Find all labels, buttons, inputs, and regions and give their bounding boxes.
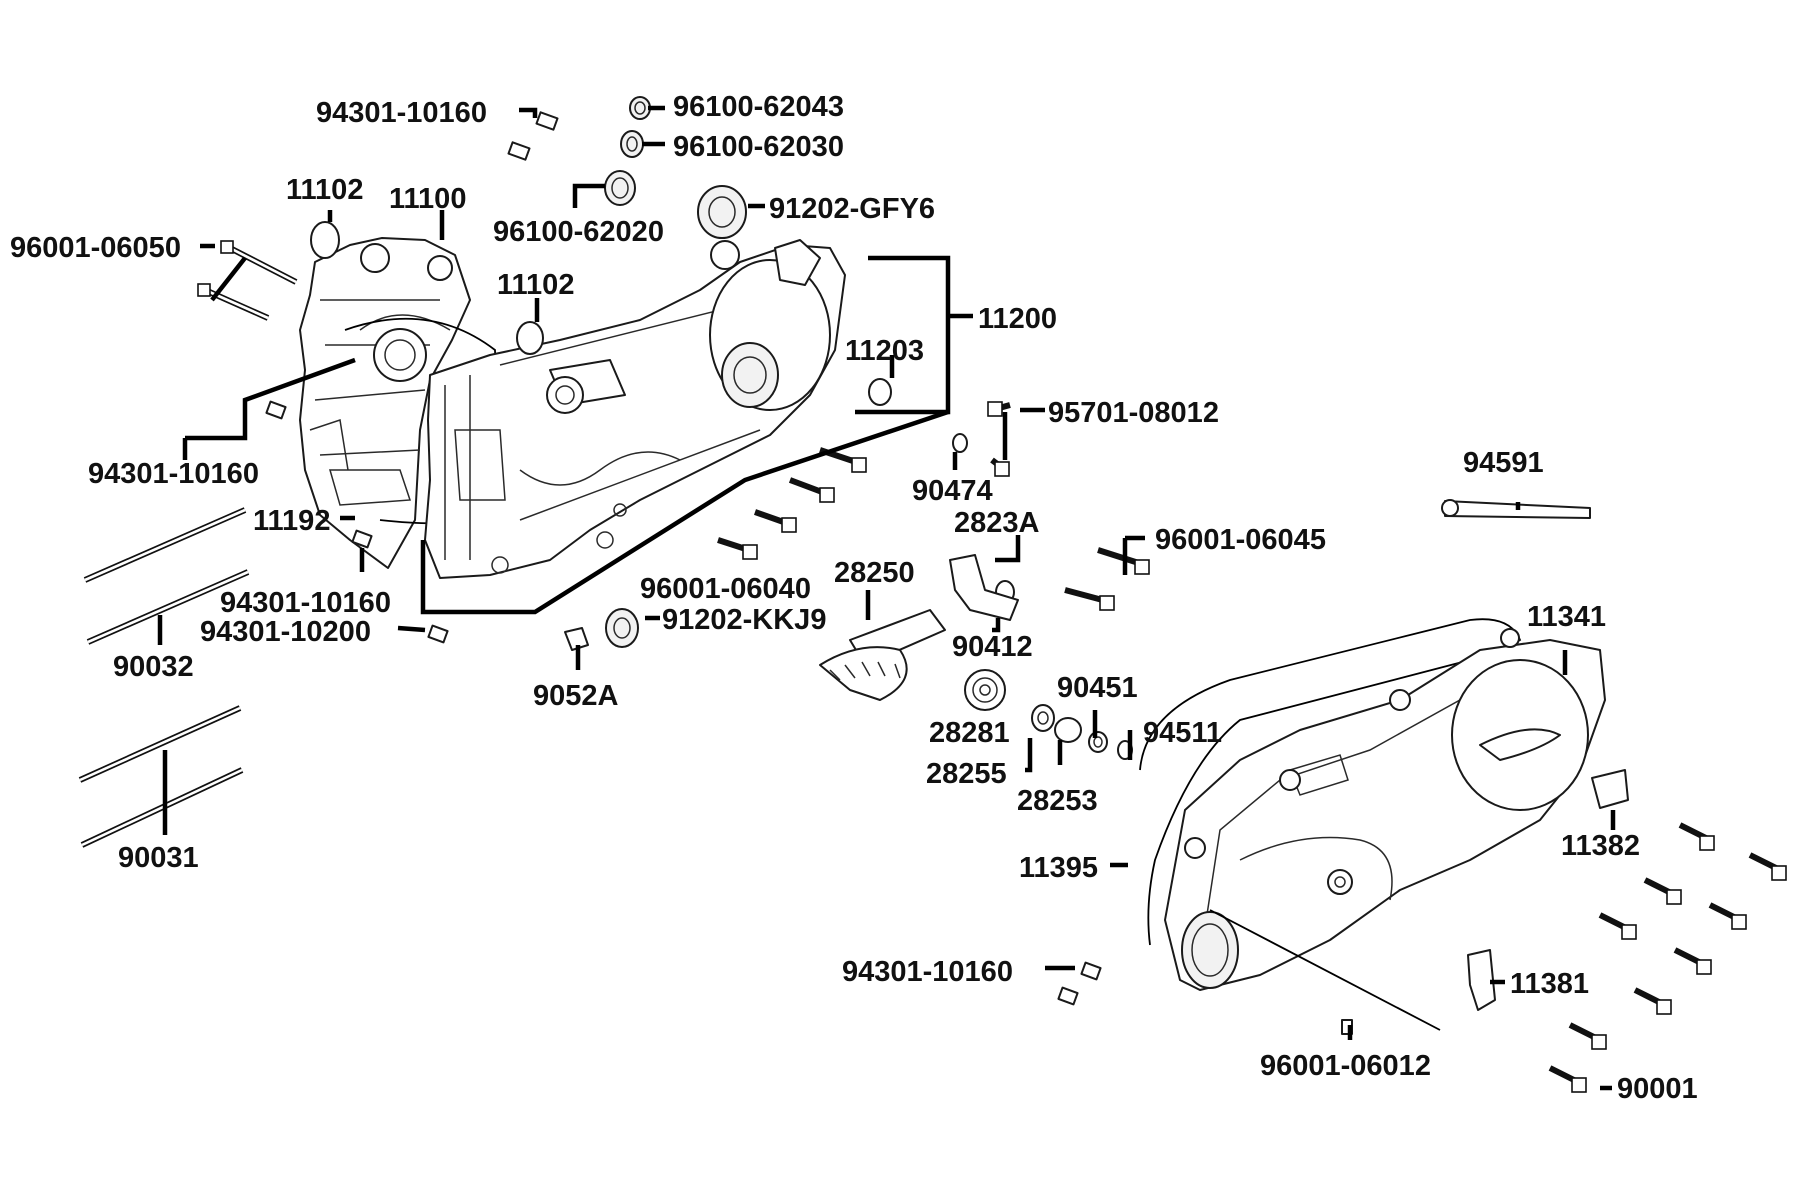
label-90451: 90451 (1057, 672, 1138, 704)
label-11200: 11200 (978, 303, 1057, 335)
label-95701-08012: 95701-08012 (1048, 397, 1219, 429)
label-91202-GFY6: 91202-GFY6 (769, 193, 935, 225)
label-11395: 11395 (1019, 852, 1098, 884)
label-11100: 11100 (389, 183, 466, 215)
label-90031: 90031 (118, 842, 199, 874)
label-11341: 11341 (1527, 601, 1606, 633)
label-91202-KKJ9: 91202-KKJ9 (662, 604, 826, 636)
label-94301-10160-top: 94301-10160 (316, 97, 487, 129)
label-94301-10200: 94301-10200 (200, 616, 371, 648)
label-11192: 11192 (253, 505, 330, 537)
label-94301-10160-left: 94301-10160 (88, 458, 259, 490)
label-28253: 28253 (1017, 785, 1098, 817)
label-11102-a: 11102 (286, 174, 363, 206)
transmission-cover-drawing (1139, 618, 1606, 1031)
label-94591: 94591 (1463, 447, 1544, 479)
part-labels: 94301-10160 96100-62043 96100-62030 1110… (10, 91, 1698, 1105)
label-90001: 90001 (1617, 1073, 1698, 1105)
label-96100-62020: 96100-62020 (493, 216, 664, 248)
label-96100-62043: 96100-62043 (673, 91, 844, 123)
crankcase-left-drawing (299, 237, 501, 569)
label-96100-62030: 96100-62030 (673, 131, 844, 163)
label-96001-06040: 96001-06040 (640, 573, 811, 605)
leader-lines (157, 105, 1616, 1091)
label-11382: 11382 (1561, 830, 1640, 862)
label-94301-10160-mid: 94301-10160 (220, 587, 391, 619)
label-96001-06050: 96001-06050 (10, 232, 181, 264)
label-96001-06012: 96001-06012 (1260, 1050, 1431, 1082)
label-90032: 90032 (113, 651, 194, 683)
crankcase-right-drawing (424, 239, 846, 579)
label-28250: 28250 (834, 557, 915, 589)
label-28255: 28255 (926, 758, 1007, 790)
label-9052A: 9052A (533, 680, 619, 712)
label-11381: 11381 (1510, 968, 1589, 1000)
label-90474: 90474 (912, 475, 993, 507)
label-28281: 28281 (929, 717, 1010, 749)
label-2823A: 2823A (954, 507, 1040, 539)
label-96001-06045: 96001-06045 (1155, 524, 1326, 556)
small-parts-drawing (265, 96, 1629, 1035)
label-94301-10160-bottom: 94301-10160 (842, 956, 1013, 988)
label-11203: 11203 (845, 335, 924, 367)
label-11102-b: 11102 (497, 269, 574, 301)
label-90412: 90412 (952, 631, 1033, 663)
bolts-drawing (78, 240, 1787, 1093)
label-94511: 94511 (1143, 717, 1222, 749)
